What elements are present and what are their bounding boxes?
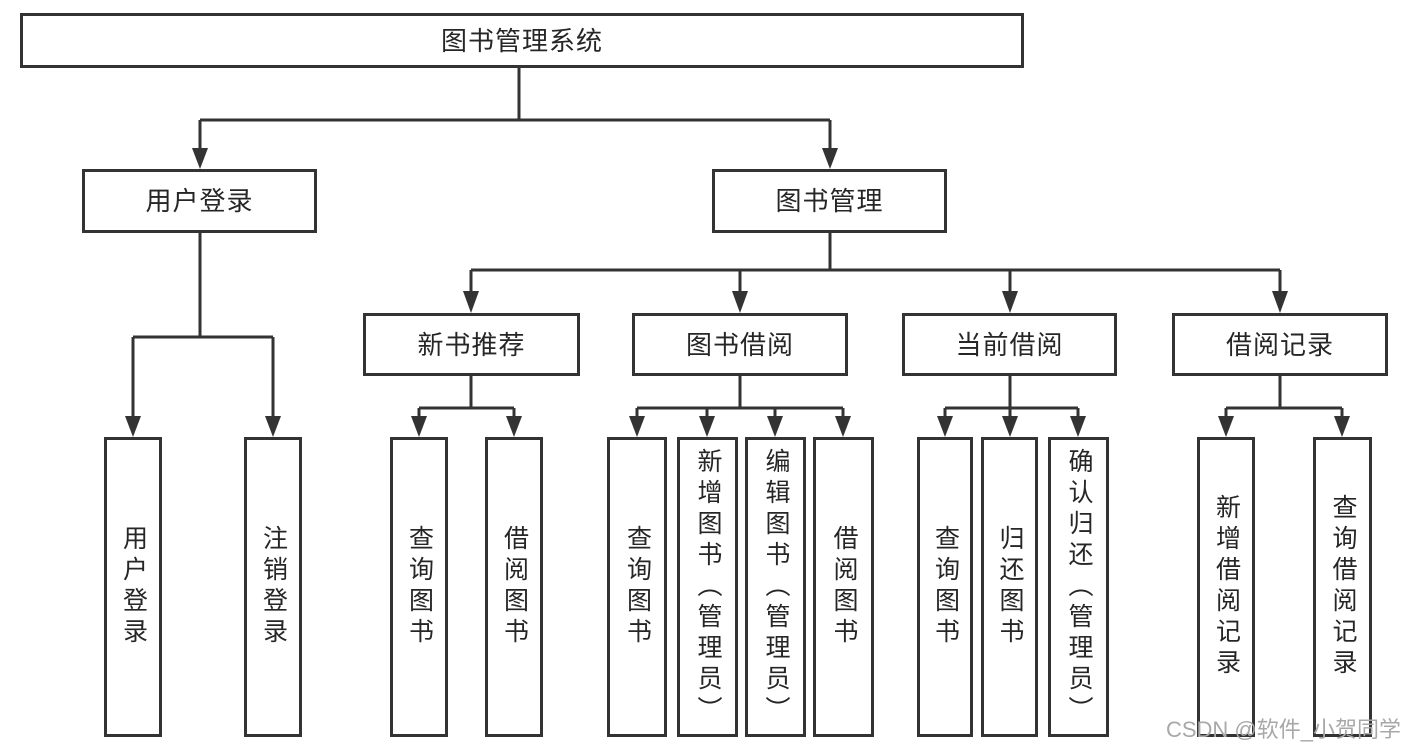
node-borrow-records-label: 借阅记录: [1225, 329, 1334, 360]
leaf-return-books-label: 归还图书: [996, 525, 1024, 649]
leaf-logout-label: 注销登录: [259, 525, 288, 649]
leaf-return-books: 归还图书: [981, 437, 1038, 737]
leaf-add-books-admin-label: 新增图书（管理员）: [694, 447, 722, 727]
node-user-login-label: 用户登录: [145, 186, 254, 216]
node-new-book-recommend-label: 新书推荐: [417, 329, 526, 360]
node-new-book-recommend: 新书推荐: [363, 313, 580, 376]
leaf-add-books-admin: 新增图书（管理员）: [677, 437, 738, 737]
node-current-borrow-label: 当前借阅: [955, 329, 1064, 360]
node-root-system: 图书管理系统: [20, 13, 1024, 68]
leaf-user-login-label: 用户登录: [119, 525, 148, 649]
node-book-borrow: 图书借阅: [632, 313, 848, 376]
leaf-confirm-return-admin: 确认归还（管理员）: [1048, 437, 1109, 737]
leaf-borrow-query-books: 查询图书: [607, 437, 667, 737]
leaf-newbook-borrow-books: 借阅图书: [485, 437, 543, 737]
leaf-newbook-query-books-label: 查询图书: [405, 525, 434, 649]
leaf-newbook-borrow-books-label: 借阅图书: [500, 525, 529, 649]
leaf-query-borrow-record: 查询借阅记录: [1313, 437, 1372, 737]
leaf-borrow-query-books-label: 查询图书: [623, 525, 652, 649]
node-book-borrow-label: 图书借阅: [685, 329, 794, 360]
leaf-current-query-books: 查询图书: [917, 437, 973, 737]
leaf-edit-books-admin-label: 编辑图书（管理员）: [762, 447, 790, 727]
leaf-current-query-books-label: 查询图书: [931, 525, 960, 649]
node-user-login: 用户登录: [82, 169, 317, 233]
leaf-borrow-books-label: 借阅图书: [830, 525, 858, 649]
leaf-newbook-query-books: 查询图书: [390, 437, 448, 737]
node-book-management-label: 图书管理: [775, 186, 884, 216]
node-borrow-records: 借阅记录: [1172, 313, 1388, 376]
leaf-query-borrow-record-label: 查询借阅记录: [1329, 494, 1357, 680]
leaf-borrow-books: 借阅图书: [813, 437, 874, 737]
leaf-user-login: 用户登录: [104, 437, 162, 737]
csdn-watermark: CSDN @软件_小贺同学: [1165, 717, 1401, 742]
leaf-confirm-return-admin-label: 确认归还（管理员）: [1065, 447, 1093, 727]
node-book-management: 图书管理: [712, 169, 947, 233]
node-root-system-label: 图书管理系统: [440, 25, 603, 56]
leaf-logout: 注销登录: [244, 437, 302, 737]
leaf-add-borrow-record-label: 新增借阅记录: [1212, 494, 1241, 680]
leaf-add-borrow-record: 新增借阅记录: [1197, 437, 1255, 737]
node-current-borrow: 当前借阅: [902, 313, 1117, 376]
leaf-edit-books-admin: 编辑图书（管理员）: [745, 437, 806, 737]
